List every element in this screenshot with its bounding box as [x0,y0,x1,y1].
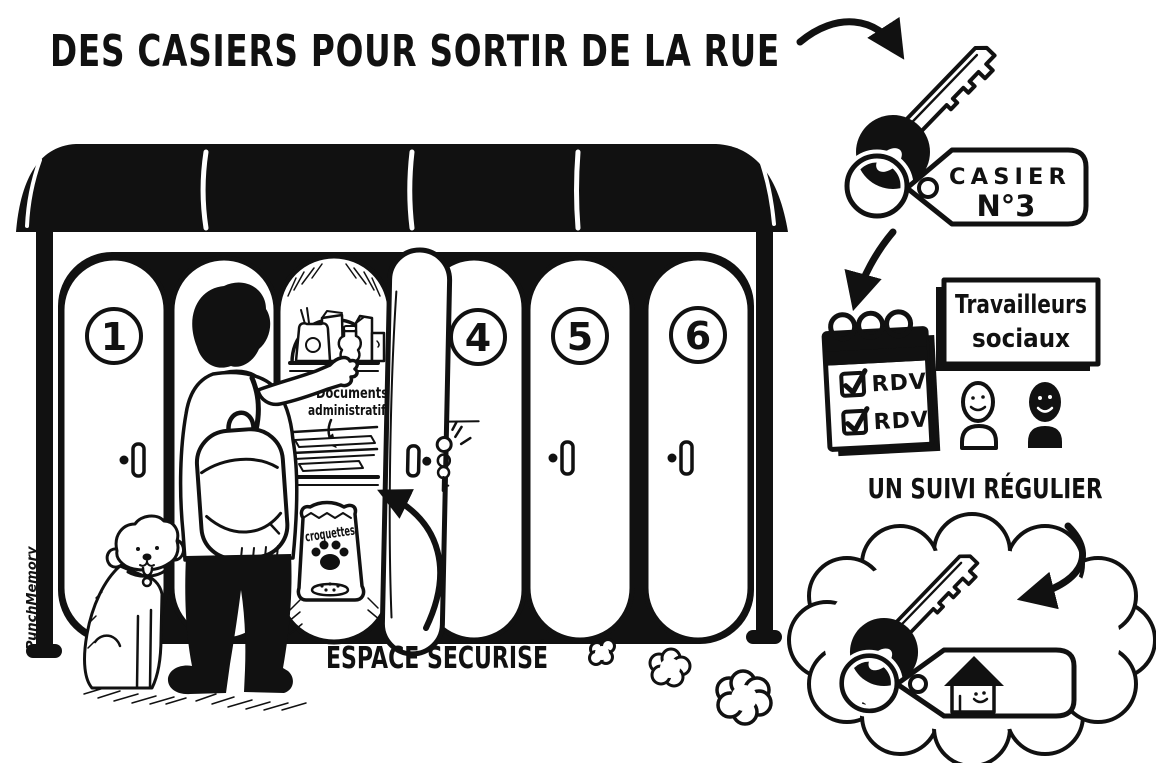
calendar-rings-icon [828,309,914,342]
door-lock-dot [667,453,677,463]
documents-label-line2: administratifs [308,403,392,419]
puff-icon-medium [648,647,692,688]
sign-line1: Travailleurs [955,290,1087,320]
person-illustration [167,282,359,695]
shelter-left-post [26,228,62,658]
puff-icon-large [715,669,773,726]
door-handle [679,440,694,476]
thought-cloud-icon [787,512,1156,763]
person-arm [256,355,359,407]
door-handle [405,444,421,478]
rdv-label-1: RDV [871,369,927,397]
door-lock-dot [119,455,129,465]
dog-tongue [141,566,154,577]
tag-hole [917,177,939,199]
door-lock-dot [548,453,558,463]
artist-signature: PunchMemory [25,546,40,650]
page-title: DES CASIERS POUR SORTIR DE LA RUE [50,26,780,77]
key-tag-line2: N°3 [977,189,1036,223]
arrow-to-calendar-icon [844,228,897,312]
puff-icon-small [588,638,616,666]
calendar-row-2: RDV [841,406,930,436]
dog-body [83,564,164,690]
locker-door-5: 5 [525,255,635,643]
checkmark-icon [845,406,870,433]
sign-line2: sociaux [972,324,1070,354]
rdv-label-2: RDV [873,407,929,435]
papers-stack [290,425,379,472]
calendar-row-1: RDV [839,368,928,398]
house-icon [944,656,1004,714]
dog-collar-tag [141,576,153,588]
tag-hole [908,674,928,694]
arrow-into-cloud-icon [1016,522,1086,610]
door-number-5: 5 [567,315,593,359]
pet-food-bag: croquettes [296,500,366,602]
checkmark-icon [843,368,868,395]
key-tag-line1: CASIER [949,165,1071,190]
door-number-1: 1 [101,315,127,359]
person-hair [192,282,271,368]
key-in-lock-icon [435,436,453,493]
door-lock-dot [422,456,432,466]
shelter-right-post [746,228,782,644]
espace-arrow-icon [377,489,444,631]
worker-dark-figure [1028,382,1062,448]
locker-door-6: 6 [643,255,753,643]
dog-collar [126,568,168,578]
interior-hatching [287,263,381,297]
dog-illustration [83,514,185,690]
suivi-caption: UN SUIVI RÉGULIER [868,471,1103,505]
key-tag: CASIER N°3 [904,147,1089,227]
pet-food-label: croquettes [304,523,356,546]
paw-print-icon [311,540,349,570]
calendar-icon: RDV RDV [821,309,941,457]
door-number-badge [449,308,507,366]
arrow-to-key-icon [796,16,905,60]
door-handle [560,440,575,476]
home-tag [894,647,1077,719]
open-locker-door [379,247,480,657]
door-number-badge [551,307,609,365]
worker-light-figure [960,381,998,450]
ground-shadow-hatching [83,687,307,711]
door-number-4: 4 [465,316,491,360]
house-smile [972,697,989,704]
person-legs [167,554,293,695]
food-bowl-icon [310,582,350,597]
grocery-items [294,307,386,363]
dog-nose [142,553,152,561]
social-workers-sign: Travailleurs sociaux [936,277,1101,371]
door-number-badge [669,306,727,364]
interior-bottom-hatching [287,597,381,635]
sparkle-icon [451,420,472,446]
door-number-badge [85,307,143,365]
door-number-6: 6 [685,314,711,358]
shelter-roof [16,144,788,232]
espace-caption: ESPACE SÉCURISÉ [326,640,548,676]
dog-head [114,514,180,572]
door-handle [131,442,146,478]
